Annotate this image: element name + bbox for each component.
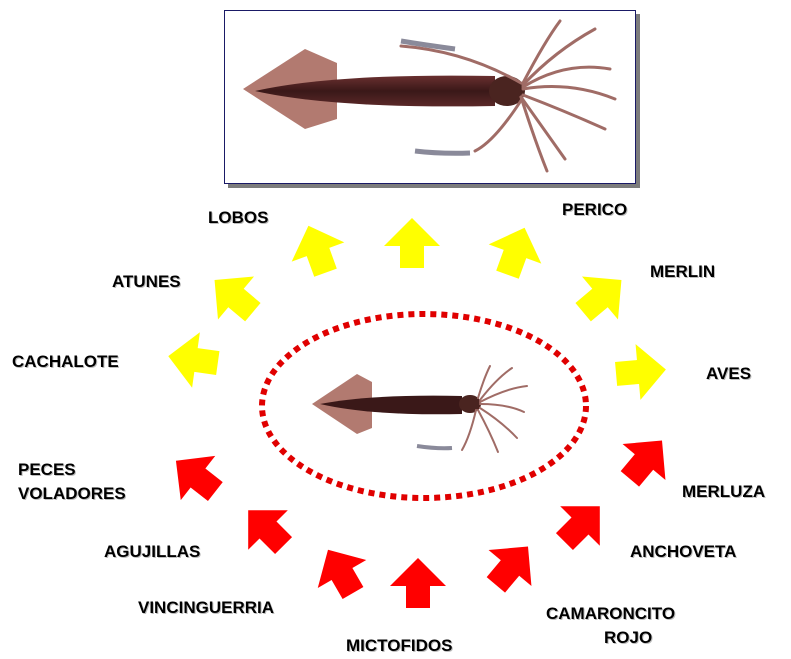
squid-club xyxy=(417,446,452,448)
red-arrow xyxy=(545,486,620,561)
label-voladores: VOLADORES xyxy=(18,484,126,504)
label-camaroncito: CAMARONCITO xyxy=(546,604,675,624)
yellow-arrow xyxy=(282,216,352,282)
squid-photo-center xyxy=(312,366,527,452)
yellow-arrow xyxy=(197,259,271,334)
label-vincinguerria: VINCINGUERRIA xyxy=(138,598,274,618)
label-agujillas: AGUJILLAS xyxy=(104,542,200,562)
prey-arrows xyxy=(159,423,684,608)
label-rojo: ROJO xyxy=(604,628,652,648)
label-perico: PERICO xyxy=(562,200,627,220)
yellow-arrow xyxy=(481,218,551,284)
label-aves: AVES xyxy=(706,364,751,384)
red-arrow xyxy=(159,439,233,514)
red-arrow xyxy=(228,490,303,565)
red-arrow xyxy=(608,423,683,497)
label-merluza: MERLUZA xyxy=(682,482,765,502)
red-arrow xyxy=(390,558,446,608)
yellow-arrow xyxy=(614,342,669,402)
red-arrow xyxy=(474,529,549,603)
label-mictofidos: MICTOFIDOS xyxy=(346,636,452,656)
predator-arrows xyxy=(164,216,668,402)
label-cachalote: CACHALOTE xyxy=(12,352,119,372)
red-arrow xyxy=(304,536,377,607)
yellow-arrow xyxy=(164,328,221,390)
yellow-arrow xyxy=(565,259,639,334)
label-peces: PECES xyxy=(18,460,76,480)
label-atunes: ATUNES xyxy=(112,272,181,292)
label-lobos: LOBOS xyxy=(208,208,268,228)
label-merlin: MERLIN xyxy=(650,262,715,282)
yellow-arrow xyxy=(384,218,440,268)
label-anchoveta: ANCHOVETA xyxy=(630,542,736,562)
